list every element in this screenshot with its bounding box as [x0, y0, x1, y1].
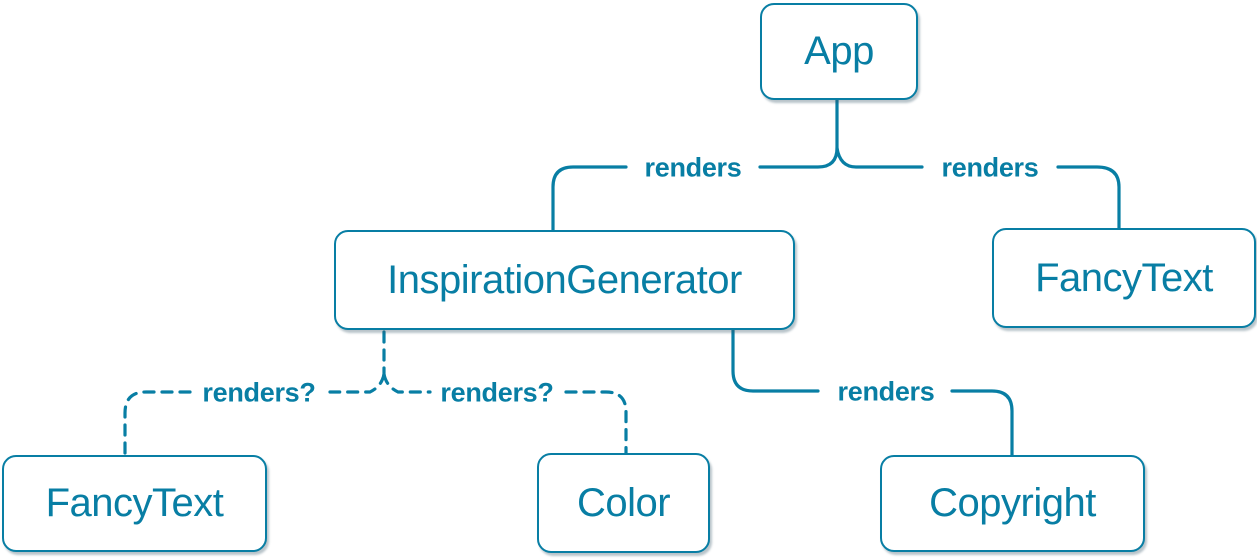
node-fancy-text-bottom-label: FancyText [45, 481, 224, 525]
node-color-label: Color [576, 480, 671, 525]
node-app-label: App [804, 29, 874, 73]
edge-app-to-fancytext [1056, 165, 1121, 230]
edge-app-fork-right [835, 146, 924, 169]
edge-inspirationgenerator-to-fancytext-left-drop [123, 390, 192, 457]
node-fancy-text-bottom: FancyText [2, 455, 267, 552]
node-app: App [760, 3, 918, 100]
node-copyright-label: Copyright [929, 481, 1096, 525]
edge-inspirationgenerator-to-copyright [731, 328, 820, 393]
node-fancy-text-top-label: FancyText [1035, 255, 1213, 300]
node-inspiration-generator-label: InspirationGenerator [387, 257, 742, 302]
edge-inspirationgenerator-to-fancytext-left [328, 372, 386, 394]
edge-app-stem [758, 98, 839, 169]
node-color: Color [537, 453, 710, 553]
edge-app-to-inspirationgenerator [551, 165, 628, 232]
edge-label-inspirationgenerator-to-copyright: renders [837, 376, 935, 407]
edge-label-inspirationgenerator-to-fancytext: renders? [202, 377, 316, 408]
edge-label-inspirationgenerator-to-color: renders? [440, 377, 554, 408]
node-inspiration-generator: InspirationGenerator [334, 230, 795, 330]
node-fancy-text-top: FancyText [992, 228, 1256, 328]
edge-inspirationgenerator-to-color [382, 372, 432, 394]
edge-label-app-to-fancytext: renders [941, 152, 1039, 183]
edge-inspirationgenerator-to-color-drop [564, 390, 628, 455]
node-copyright: Copyright [880, 455, 1145, 552]
edge-label-app-to-inspirationgenerator: renders [644, 152, 742, 183]
edge-inspirationgenerator-to-copyright-drop [950, 389, 1014, 457]
